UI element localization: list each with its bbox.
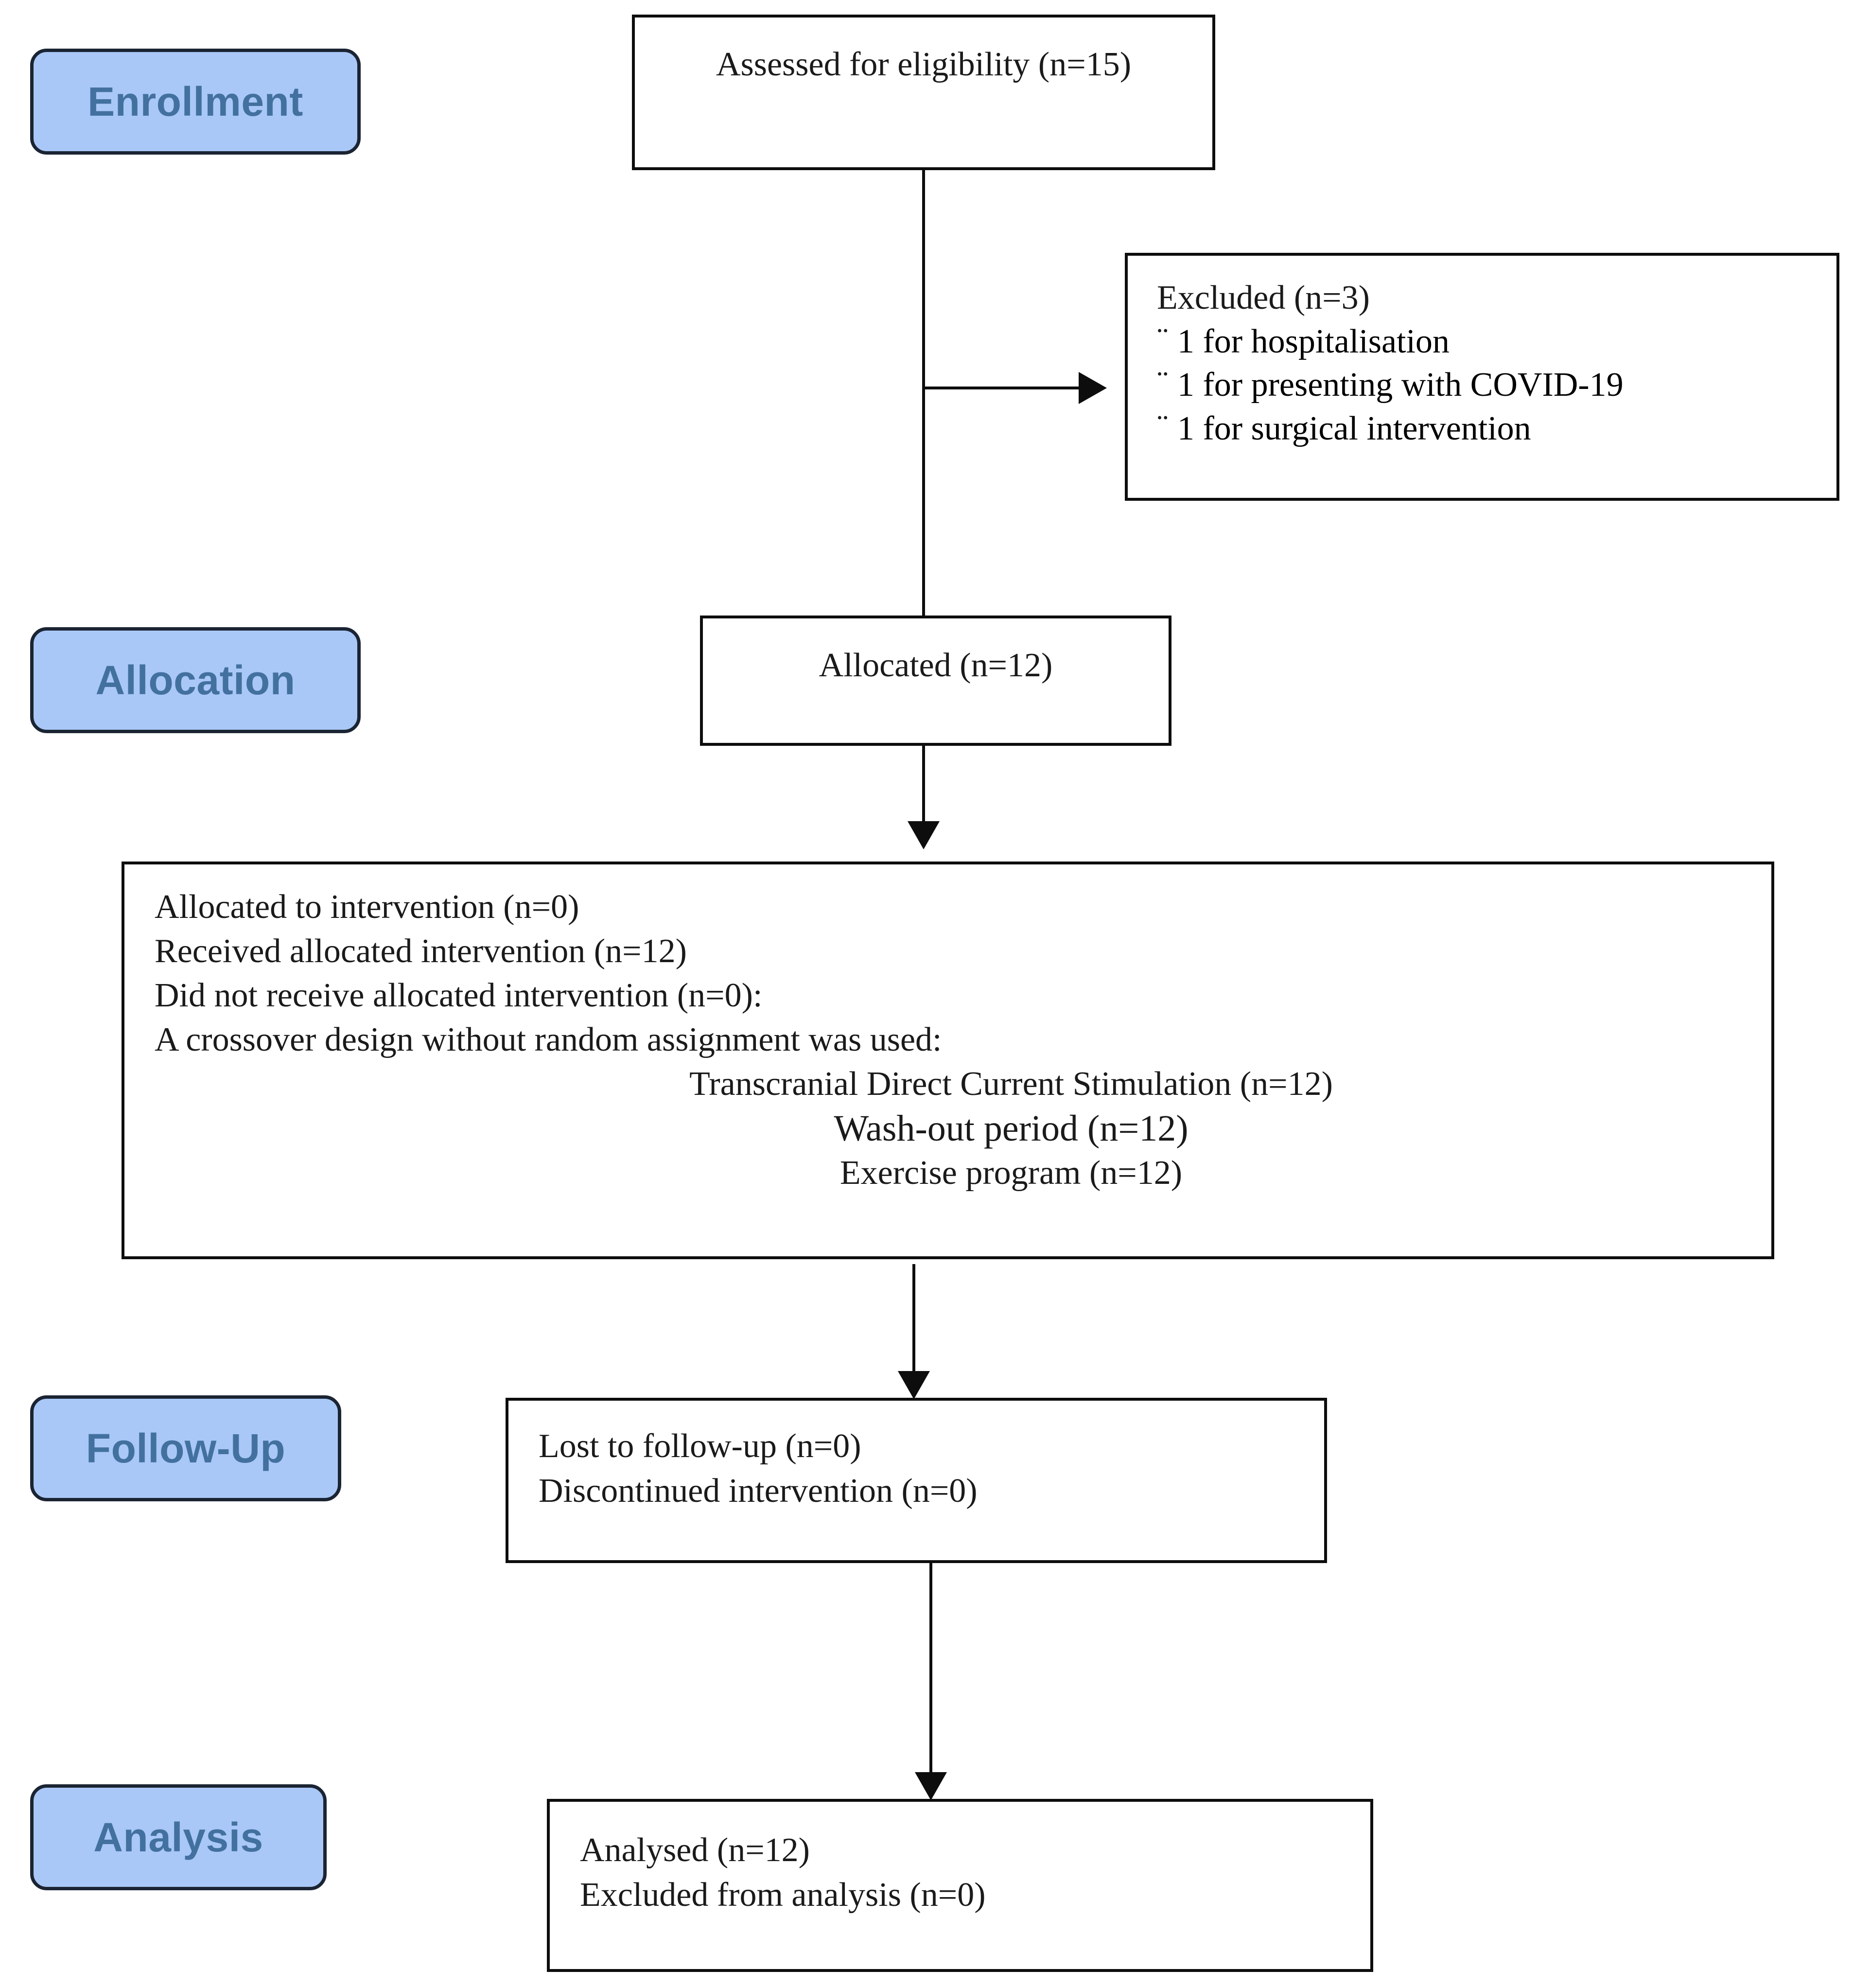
bullet-icon: ¨ xyxy=(1157,364,1169,402)
bullet-icon: ¨ xyxy=(1157,407,1169,445)
stage-label-analysis-text: Analysis xyxy=(93,1814,263,1860)
connector-allocated-to-intervention xyxy=(922,746,925,821)
intervention-line: Received allocated intervention (n=12) xyxy=(155,932,687,970)
followup-line: Lost to follow-up (n=0) xyxy=(539,1427,861,1465)
allocated-box: Allocated (n=12) xyxy=(700,616,1171,746)
intervention-box: Allocated to intervention (n=0) Received… xyxy=(122,862,1774,1259)
stage-label-enrollment-text: Enrollment xyxy=(87,79,303,124)
intervention-line: Did not receive allocated intervention (… xyxy=(155,977,763,1014)
arrowhead-to-intervention xyxy=(908,821,940,849)
intervention-phase: Wash-out period (n=12) xyxy=(834,1108,1189,1149)
analysis-line: Analysed (n=12) xyxy=(580,1831,810,1869)
analysis-box: Analysed (n=12) Excluded from analysis (… xyxy=(547,1799,1373,1972)
intervention-line: A crossover design without random assign… xyxy=(155,1021,942,1058)
stage-label-enrollment: Enrollment xyxy=(30,49,361,155)
stage-label-allocation-text: Allocation xyxy=(95,657,296,703)
assessed-for-eligibility-box: Assessed for eligibility (n=15) xyxy=(632,15,1215,170)
excluded-reason-text: 1 for hospitalisation xyxy=(1177,322,1450,360)
intervention-phase: Exercise program (n=12) xyxy=(839,1154,1183,1192)
arrowhead-to-analysis xyxy=(915,1772,947,1800)
excluded-reason-row: ¨ 1 for surgical intervention xyxy=(1157,407,1836,451)
intervention-line: Allocated to intervention (n=0) xyxy=(155,888,579,926)
stage-label-allocation: Allocation xyxy=(30,627,361,733)
excluded-reason-row: ¨ 1 for presenting with COVID-19 xyxy=(1157,363,1836,407)
bullet-icon: ¨ xyxy=(1157,320,1169,358)
connector-assessed-to-allocated xyxy=(922,170,925,616)
excluded-reason-row: ¨ 1 for hospitalisation xyxy=(1157,320,1836,364)
connector-branch-to-excluded xyxy=(922,387,1079,389)
connector-intervention-to-followup xyxy=(912,1264,915,1371)
followup-line: Discontinued intervention (n=0) xyxy=(539,1472,978,1510)
excluded-reason-text: 1 for presenting with COVID-19 xyxy=(1177,366,1624,404)
stage-label-followup-text: Follow-Up xyxy=(86,1425,286,1471)
assessed-for-eligibility-text: Assessed for eligibility (n=15) xyxy=(716,46,1132,83)
connector-followup-to-analysis xyxy=(929,1563,932,1772)
excluded-box: Excluded (n=3) ¨ 1 for hospitalisation ¨… xyxy=(1125,253,1839,501)
arrowhead-to-followup xyxy=(898,1371,930,1399)
followup-box: Lost to follow-up (n=0) Discontinued int… xyxy=(506,1398,1327,1563)
analysis-line: Excluded from analysis (n=0) xyxy=(580,1876,986,1914)
arrowhead-to-excluded xyxy=(1079,372,1107,404)
stage-label-analysis: Analysis xyxy=(30,1784,327,1890)
stage-label-followup: Follow-Up xyxy=(30,1395,341,1501)
excluded-reason-text: 1 for surgical intervention xyxy=(1177,409,1531,447)
excluded-heading: Excluded (n=3) xyxy=(1157,279,1370,317)
allocated-text: Allocated (n=12) xyxy=(819,647,1053,684)
intervention-phase: Transcranial Direct Current Stimulation … xyxy=(689,1065,1333,1103)
